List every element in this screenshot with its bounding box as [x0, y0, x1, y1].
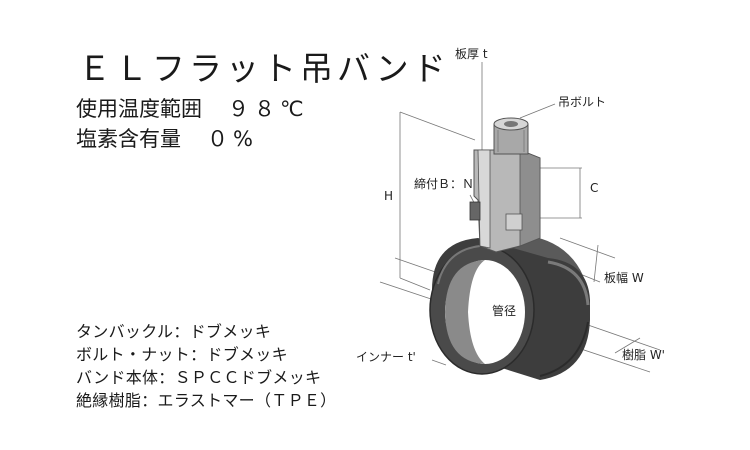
material-band-body: バンド本体：ＳＰＣＣドブメッキ [76, 368, 322, 387]
label-resin-width: 樹脂 W' [622, 347, 665, 362]
label-inner: インナー t' [356, 350, 416, 364]
material-turnbuckle: タンバックル：ドブメッキ [76, 322, 272, 341]
label-dim-c: C [590, 181, 598, 195]
spec-temperature: 使用温度範囲 ９８℃ [76, 93, 309, 123]
dimension-lines [379, 62, 661, 373]
product-title: ＥＬフラット吊バンド [78, 49, 450, 88]
material-insulation: 絶縁樹脂：エラストマー（ＴＰＥ） [76, 391, 337, 410]
material-bolt-nut: ボルト・ナット：ドブメッキ [76, 345, 288, 364]
label-height: H [384, 189, 393, 203]
hanger-bolt [493, 117, 529, 155]
spec-label: 使用温度範囲 [76, 97, 202, 121]
clamp-bracket [469, 149, 541, 253]
label-hanger-bolt: 吊ボルト [558, 95, 606, 109]
spec-label: 塩素含有量 [76, 127, 181, 151]
label-fastening: 締付Ｂ：Ｎ [414, 176, 474, 191]
label-plate-thickness: 板厚 t [455, 47, 488, 61]
spec-value: ９８℃ [228, 97, 309, 121]
spec-value: ０% [207, 127, 258, 151]
band-ring [429, 236, 590, 380]
label-plate-width: 板幅 W [604, 270, 644, 285]
label-pipe-diameter: 管径 [492, 303, 516, 318]
spec-chlorine: 塩素含有量 ０% [76, 123, 258, 153]
